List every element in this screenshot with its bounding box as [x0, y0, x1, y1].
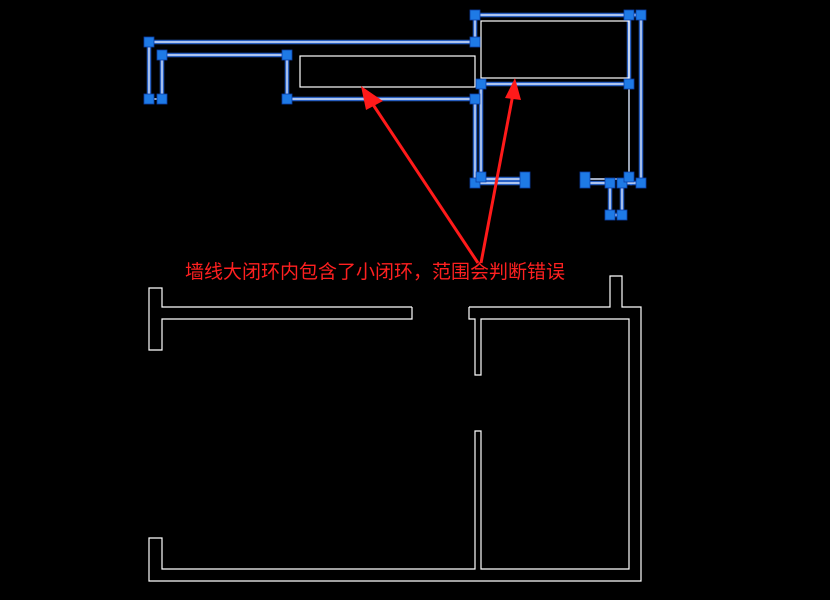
outer-wall-loop[interactable] — [148, 14, 642, 216]
inner-small-loop-left[interactable] — [299, 55, 476, 88]
arrow-head-right — [505, 78, 521, 100]
inner-small-loop-right[interactable] — [480, 20, 630, 79]
arrow-to-left-loop — [368, 99, 480, 264]
reference-floor-plan[interactable] — [148, 275, 642, 582]
selection-highlight — [146, 12, 644, 218]
annotation-arrows — [361, 78, 521, 264]
main-wall-contour[interactable] — [148, 275, 642, 582]
selected-floor-plan[interactable] — [143, 9, 647, 221]
selection-grips[interactable] — [143, 9, 647, 221]
top-left-wall[interactable] — [148, 287, 413, 351]
annotation-text: 墙线大闭环内包含了小闭环，范围会判断错误 — [185, 261, 565, 283]
arrow-head-left — [361, 86, 383, 110]
arrow-to-right-loop — [479, 93, 515, 264]
